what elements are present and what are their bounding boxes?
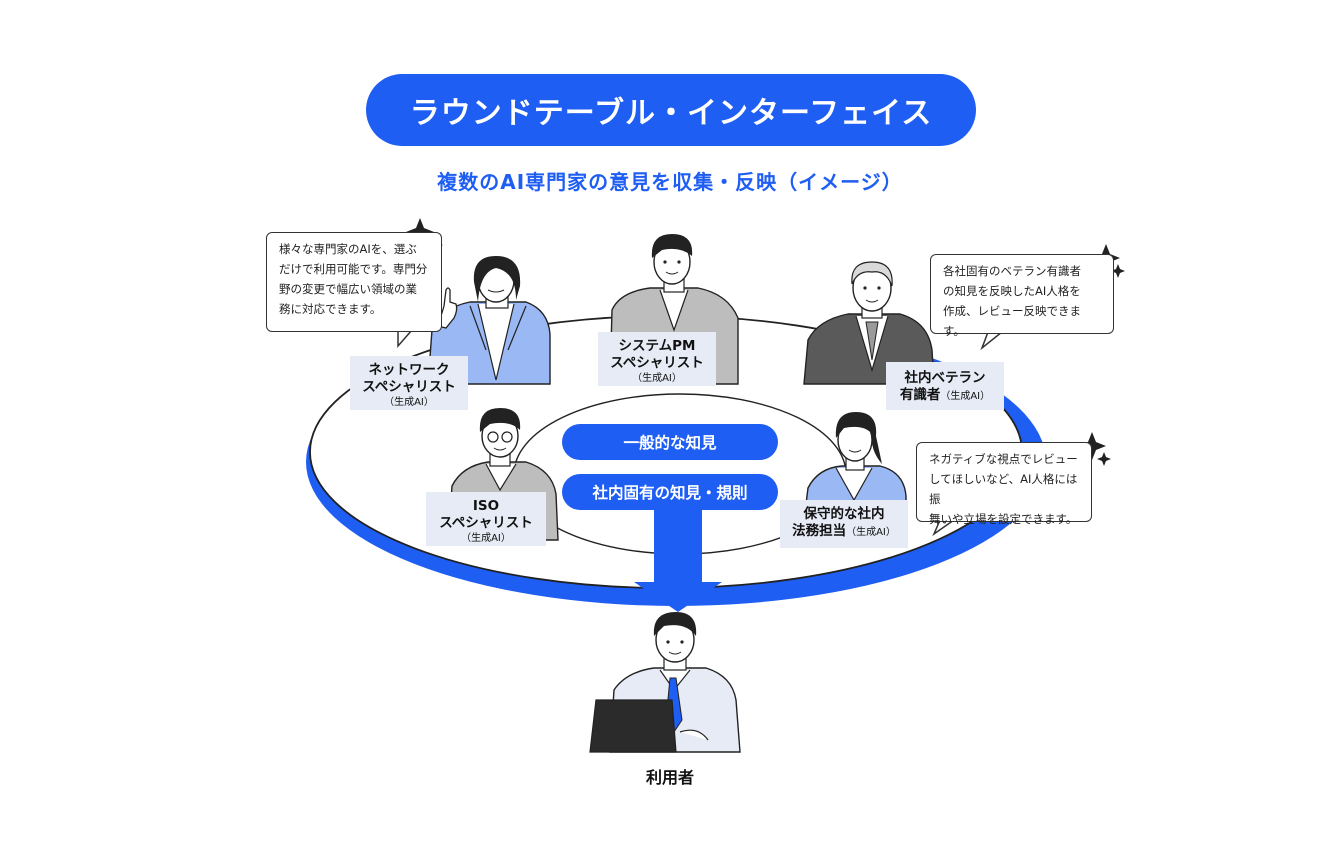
user-label: 利用者 (645, 768, 694, 787)
speech-bubble-right-bottom: ネガティブな視点でレビュー してほしいなど、AI人格には振 舞いや立場を設定でき… (916, 442, 1092, 526)
sparkle-icon-right-bottom (1078, 432, 1111, 466)
bubble-right-top-line: 作成、レビュー反映できます。 (943, 304, 1081, 338)
label-line: ISO (472, 498, 500, 514)
bubble-left-line: だけで利用可能です。専門分 (279, 262, 428, 276)
label-legal: 保守的な社内 法務担当（生成AI） (780, 500, 908, 548)
label-ai-tag: （生成AI） (384, 397, 434, 408)
page-title: ラウンドテーブル・インターフェイス (366, 74, 976, 146)
label-line2: 有識者 (899, 387, 941, 403)
label-line: 有識者（生成AI） (886, 387, 1004, 405)
bubble-right-top-line: の知見を反映したAI人格を (943, 284, 1081, 298)
laptop (589, 699, 677, 753)
down-arrow (634, 508, 722, 612)
user-figure (589, 612, 741, 753)
label-line: 保守的な社内 (803, 506, 885, 522)
page-subtitle: 複数のAI専門家の意見を収集・反映（イメージ） (437, 170, 903, 194)
label-line: スペシャリスト (362, 379, 456, 395)
bubble-right-top-line: 各社固有のベテラン有識者 (943, 264, 1081, 278)
label-network-specialist: ネットワーク スペシャリスト （生成AI） (350, 356, 468, 410)
label-line: スペシャリスト (439, 515, 533, 531)
label-system-pm: システムPM スペシャリスト （生成AI） (598, 332, 716, 386)
label-ai-tag: （生成AI） (846, 527, 896, 538)
speech-bubble-left: 様々な専門家のAIを、選ぶ だけで利用可能です。専門分 野の変更で幅広い領域の業… (266, 232, 442, 332)
label-ai-tag: （生成AI） (461, 533, 511, 544)
label-line: スペシャリスト (610, 355, 704, 371)
label-line: 法務担当（生成AI） (780, 523, 908, 541)
speech-bubble-right-top: 各社固有のベテラン有識者 の知見を反映したAI人格を 作成、レビュー反映できます… (930, 254, 1114, 338)
label-veteran: 社内ベテラン 有識者（生成AI） (886, 362, 1004, 410)
bubble-right-bottom-line: ネガティブな視点でレビュー (929, 452, 1078, 466)
label-iso-specialist: ISO スペシャリスト （生成AI） (426, 492, 546, 546)
bubble-right-bottom-line: 舞いや立場を設定できます。 (929, 512, 1078, 526)
bubble-left-line: 務に対応できます。 (279, 302, 382, 316)
label-line: システムPM (618, 338, 696, 354)
label-line2: 法務担当 (792, 523, 847, 539)
bubble-left-line: 野の変更で幅広い領域の業 (279, 282, 417, 296)
label-ai-tag: （生成AI） (940, 391, 991, 402)
pill-general-knowledge: 一般的な知見 (562, 424, 778, 460)
bubble-right-bottom-line: してほしいなど、AI人格には振 (929, 472, 1078, 506)
label-line: ネットワーク (368, 362, 450, 378)
pill-internal-knowledge: 社内固有の知見・規則 (562, 474, 778, 510)
label-ai-tag: （生成AI） (632, 373, 682, 384)
label-line: 社内ベテラン (904, 370, 986, 386)
bubble-left-line: 様々な専門家のAIを、選ぶ (279, 242, 417, 256)
